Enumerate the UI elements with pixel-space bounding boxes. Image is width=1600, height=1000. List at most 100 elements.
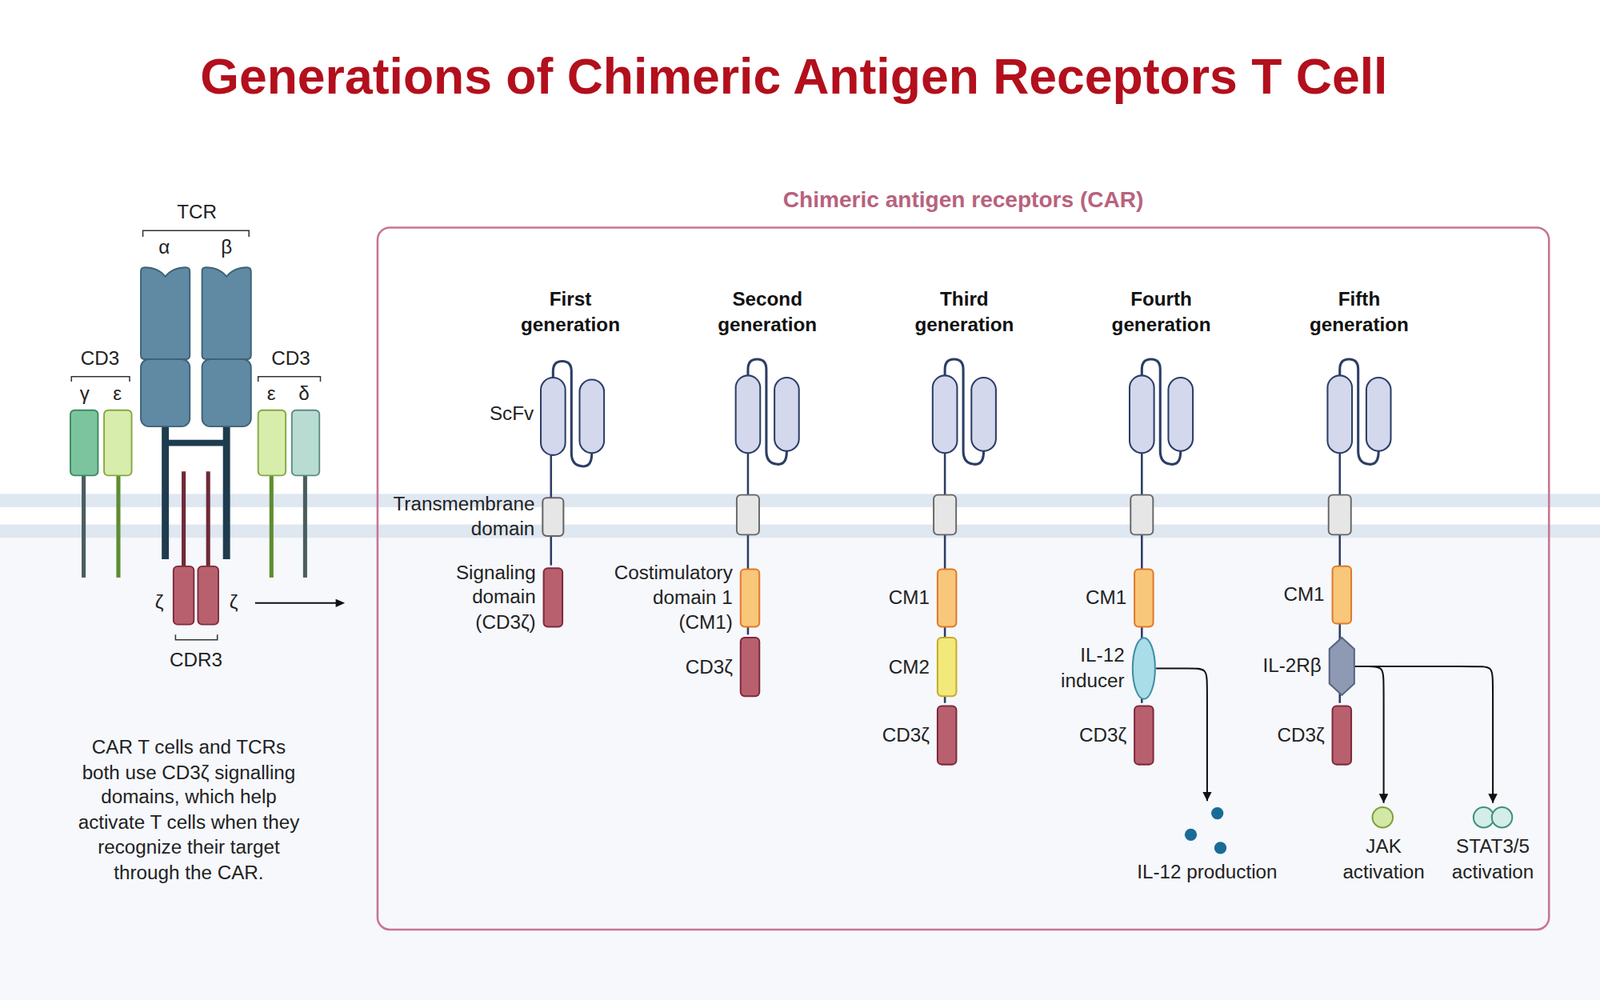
scfv-domain — [1327, 359, 1391, 464]
domain-shape — [937, 568, 956, 627]
disulfide-bridge — [165, 440, 228, 447]
tcr-tail — [161, 426, 169, 560]
node-label: CD3ζ — [1276, 722, 1324, 748]
node-shape — [541, 496, 564, 537]
text-label: ε — [112, 381, 122, 407]
membrane-band — [0, 524, 1600, 539]
node-shape — [936, 704, 958, 765]
transmembrane-domain: Transmembrane domain — [541, 496, 564, 537]
node-label: STAT3/5 activation — [1440, 834, 1545, 885]
pointer-arrow — [255, 602, 337, 604]
tcr-tail — [223, 426, 231, 560]
cytokine-dot — [1214, 841, 1227, 854]
domain-shape — [1332, 566, 1352, 624]
membrane-band — [0, 493, 1600, 508]
stat-symbol — [1473, 807, 1495, 828]
text-label: TCR — [176, 200, 217, 225]
tcr-alpha-chain — [140, 267, 190, 427]
kinase-symbol — [1372, 807, 1394, 828]
domain-shape — [937, 637, 956, 696]
text-label: γ — [80, 381, 90, 407]
text-label: δ — [298, 381, 309, 407]
generation-heading: Second generation — [703, 287, 831, 338]
text-label: CD3 — [80, 346, 120, 372]
domain-shape — [1332, 705, 1352, 764]
node-label: CM1 — [1085, 585, 1127, 611]
generation-heading: First generation — [506, 287, 634, 338]
node-shape — [1332, 704, 1353, 765]
transmembrane-domain — [1130, 495, 1153, 536]
generation-heading: Third generation — [900, 287, 1028, 338]
cd3-tail — [269, 475, 274, 578]
constant-domain — [202, 359, 252, 427]
node-label: JAK activation — [1338, 834, 1428, 885]
costimulatory-domain: Costimulatory domain 1 (CM1) — [740, 568, 761, 628]
zeta-tail — [206, 471, 211, 568]
generation-heading: Fourth generation — [1097, 287, 1225, 338]
domain-shape — [1132, 637, 1156, 700]
panel-heading: Chimeric antigen receptors (CAR) — [783, 187, 1144, 212]
cd3-gamma — [70, 410, 98, 476]
node-label: CM1 — [1283, 582, 1324, 608]
node-label: CD3ζ — [1079, 722, 1127, 748]
node-shape — [936, 636, 958, 697]
signaling-domain: CD3ζ — [1332, 704, 1353, 765]
zeta-chain — [173, 566, 195, 625]
node-label: CD3ζ — [882, 722, 930, 748]
constant-domain — [140, 359, 190, 427]
domain-shape — [740, 637, 760, 696]
text-label: α — [158, 235, 170, 260]
transmembrane-domain — [736, 495, 760, 536]
signaling-domain: Signaling domain (CD3ζ) — [543, 567, 564, 628]
pathway-output: JAK activation — [1338, 804, 1428, 884]
page-title: Generations of Chimeric Antigen Receptor… — [200, 48, 1388, 105]
domain-shape — [1134, 568, 1153, 627]
node-shape — [740, 568, 761, 628]
bracket — [71, 376, 130, 382]
bracket — [143, 230, 250, 237]
signal-arrow — [1355, 666, 1384, 804]
zeta-tail — [181, 471, 186, 568]
cytokine-dot — [1184, 828, 1197, 841]
node-label: CD3ζ — [685, 654, 733, 680]
node-shape — [1133, 568, 1155, 628]
costimulatory-domain: CM2 — [936, 636, 958, 697]
transmembrane-domain — [933, 495, 956, 536]
signaling-domain: CD3ζ — [1133, 704, 1155, 765]
domain-shape — [544, 568, 563, 627]
cd3-epsilon — [258, 410, 286, 476]
domain-shape — [1134, 705, 1153, 764]
text-label: CAR T cells and TCRs both use CD3ζ signa… — [72, 735, 306, 886]
node-label: IL-2Rβ — [1263, 653, 1322, 679]
zeta-chain — [197, 566, 219, 625]
cd3-delta — [292, 410, 320, 476]
node-label: CM1 — [888, 585, 930, 611]
costimulatory-domain: CM1 — [936, 568, 958, 628]
domain-shape — [542, 497, 564, 536]
text-label: β — [220, 235, 232, 260]
transmembrane-domain — [1328, 495, 1352, 536]
costimulatory-domain: CM1 — [1133, 568, 1155, 628]
tcr-beta-chain — [202, 267, 252, 427]
cytokine-dot — [1211, 807, 1224, 820]
signaling-domain: CD3ζ — [740, 636, 761, 697]
node-shape — [936, 568, 958, 628]
scfv-domain — [932, 359, 996, 464]
node-label: Transmembrane domain — [381, 492, 535, 543]
inducer-domain: IL-12 inducer — [1132, 636, 1157, 700]
bracket — [175, 634, 217, 640]
text-label: ε — [267, 381, 276, 407]
text-label: ζ — [229, 590, 239, 616]
bracket — [258, 376, 321, 382]
node-label: IL-12 inducer — [1052, 643, 1124, 694]
domain-shape — [740, 568, 760, 627]
node-shape — [1133, 704, 1155, 765]
cd3-tail — [303, 475, 308, 578]
node-shape — [1328, 636, 1356, 696]
pathway-output: STAT3/5 activation — [1440, 804, 1545, 884]
node-label: IL-12 production — [1129, 860, 1285, 885]
text-label: CDR3 — [169, 648, 223, 673]
node-label: Signaling domain (CD3ζ) — [438, 560, 536, 636]
